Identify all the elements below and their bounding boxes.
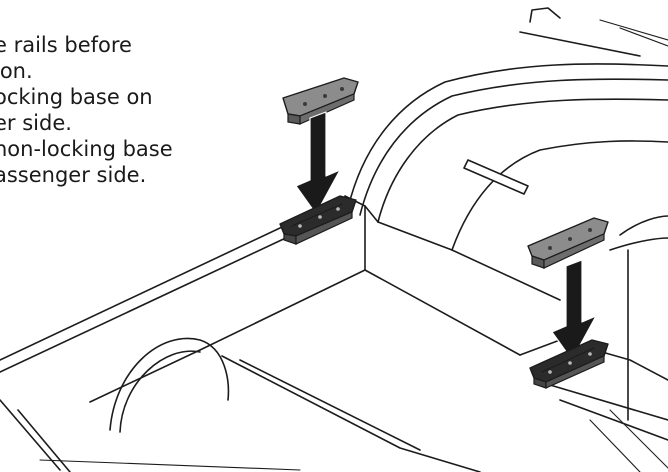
left-rack-base-installed bbox=[279, 195, 357, 245]
truck-bed bbox=[0, 195, 668, 472]
instruction-line-2: ion. bbox=[0, 59, 33, 83]
instruction-line-1: e rails before bbox=[0, 33, 132, 57]
right-rack-base-installed bbox=[529, 339, 609, 389]
instruction-line-5: non-locking base bbox=[0, 137, 173, 161]
instruction-line-4: er side. bbox=[0, 111, 72, 135]
truck-cab bbox=[347, 7, 668, 421]
instruction-text: e rails before ion. ocking base on er si… bbox=[0, 32, 173, 188]
right-rack-base-floating bbox=[527, 217, 609, 269]
down-arrow-icon bbox=[551, 259, 597, 361]
instruction-line-3: ocking base on bbox=[0, 85, 153, 109]
down-arrow-icon bbox=[295, 111, 341, 215]
instruction-line-6: assenger side. bbox=[0, 163, 147, 187]
